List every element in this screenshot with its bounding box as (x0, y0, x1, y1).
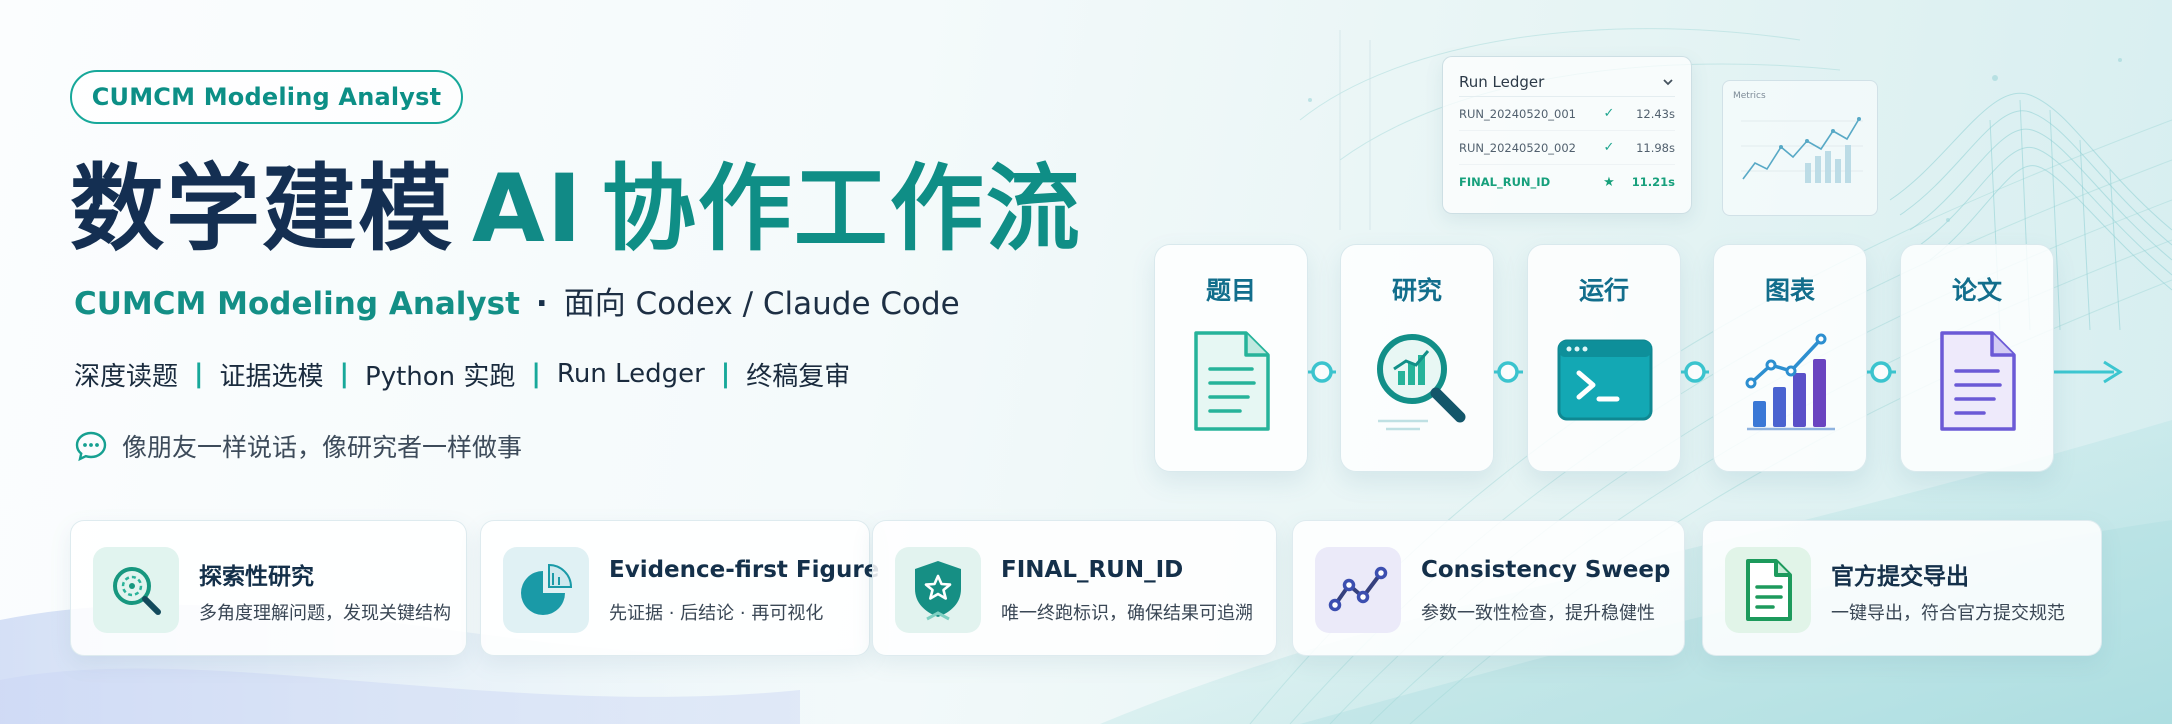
card-evidence-first-figure[interactable]: Evidence-first Figure 先证据 · 后结论 · 再可视化 (480, 520, 879, 656)
pipeline-step-label: 运行 (1578, 276, 1629, 305)
pipeline-step-research[interactable]: 研究 (1340, 244, 1494, 472)
card-icon-box (1725, 547, 1811, 633)
subtitle-target: 面向 Codex / Claude Code (563, 286, 960, 322)
connector-node (1497, 361, 1519, 383)
card-icon-box (1315, 547, 1401, 633)
metrics-panel: Metrics (1722, 80, 1878, 216)
feature-list: 深度读题 | 证据选模 | Python 实跑 | Run Ledger | 终… (74, 354, 974, 394)
card-description: 唯一终跑标识，确保结果可追溯 (1001, 603, 1253, 624)
ledger-run-time: 11.21s (1631, 175, 1675, 189)
ledger-run-time: 12.43s (1636, 106, 1675, 121)
feature-separator: | (531, 359, 541, 389)
metrics-label: Metrics (1733, 91, 1766, 101)
pipeline-step-run[interactable]: 运行 (1527, 244, 1681, 472)
chevron-down-icon[interactable] (1661, 75, 1675, 89)
ledger-row[interactable]: RUN_20240520_002 ✓ 11.98s (1459, 131, 1675, 165)
feature-separator: | (720, 359, 731, 389)
feature-separator: | (194, 359, 204, 389)
pipeline-step-problem[interactable]: 题目 (1154, 244, 1308, 472)
ledger-status-check-icon: ✓ (1603, 106, 1615, 121)
card-description: 多角度理解问题，发现关键结构 (199, 603, 451, 624)
pipeline-step-label: 研究 (1391, 276, 1442, 305)
bar-chart-icon (1745, 333, 1835, 431)
feature-item: 深度读题 (74, 361, 179, 392)
card-official-export[interactable]: 官方提交导出 一键导出，符合官方提交规范 (1702, 520, 2102, 656)
ledger-row[interactable]: RUN_20240520_001 ✓ 12.43s (1459, 97, 1675, 131)
pipeline-step-paper[interactable]: 论文 (1900, 244, 2054, 472)
card-icon-box (895, 547, 981, 633)
pipeline-step-label: 论文 (1951, 276, 2002, 305)
card-consistency-sweep[interactable]: Consistency Sweep 参数一致性检查，提升稳健性 (1292, 520, 1685, 656)
feature-item: 证据选模 (219, 361, 324, 392)
pipeline-step-label: 题目 (1205, 276, 1256, 305)
ledger-status-check-icon: ✓ (1603, 140, 1615, 155)
card-exploratory-research[interactable]: 探索性研究 多角度理解问题，发现关键结构 (70, 520, 467, 656)
connector-node (1684, 361, 1706, 383)
feature-separator: | (339, 359, 350, 389)
feature-item: 终稿复审 (746, 361, 851, 392)
paper-icon (1940, 331, 2016, 431)
card-title: FINAL_RUN_ID (1001, 557, 1184, 583)
title-part-workflow: 协作工作流 (601, 155, 1082, 264)
terminal-icon (1557, 339, 1653, 421)
run-ledger-panel: Run Ledger RUN_20240520_001 ✓ 12.43s RUN… (1442, 56, 1692, 214)
pie-chart-icon (521, 563, 573, 615)
title-part-math-modeling: 数学建模 (70, 155, 455, 264)
card-title: Evidence-first Figure (609, 557, 880, 583)
magnifier-chart-icon (1377, 334, 1466, 431)
connector-node (1311, 361, 1333, 383)
ledger-run-id: FINAL_RUN_ID (1459, 175, 1551, 189)
subtitle-dot: · (535, 286, 548, 322)
line-chart-icon (1328, 566, 1388, 612)
document-icon (1194, 331, 1270, 431)
card-title: 官方提交导出 (1831, 564, 1969, 590)
card-description: 一键导出，符合官方提交规范 (1831, 603, 2065, 624)
pipeline-step-charts[interactable]: 图表 (1713, 244, 1867, 472)
ledger-run-id: RUN_20240520_001 (1459, 106, 1576, 121)
shield-star-icon (915, 561, 961, 621)
subtitle: CUMCM Modeling Analyst · 面向 Codex / Claude… (74, 282, 974, 326)
card-title: Consistency Sweep (1421, 557, 1671, 583)
run-ledger-title: Run Ledger (1459, 72, 1545, 91)
run-ledger-header[interactable]: Run Ledger (1459, 67, 1675, 97)
ledger-status-star-icon: ★ (1603, 174, 1615, 190)
card-description: 参数一致性检查，提升稳健性 (1421, 603, 1655, 624)
subtitle-brand: CUMCM Modeling Analyst (74, 286, 520, 322)
file-export-icon (1746, 559, 1792, 621)
pipeline-step-label: 图表 (1764, 276, 1815, 305)
card-icon-box (93, 547, 179, 633)
feature-item: Run Ledger (556, 359, 705, 389)
slogan: 像朋友一样说话，像研究者一样做事 (74, 426, 774, 466)
card-final-run-id[interactable]: FINAL_RUN_ID 唯一终跑标识，确保结果可追溯 (872, 520, 1277, 656)
card-icon-box (503, 547, 589, 633)
card-title: 探索性研究 (199, 564, 314, 590)
slogan-text: 像朋友一样说话，像研究者一样做事 (122, 433, 523, 462)
ledger-run-time: 11.98s (1636, 140, 1675, 155)
search-icon (113, 567, 161, 615)
product-badge: CUMCM Modeling Analyst (70, 70, 463, 124)
metrics-mini-chart-icon (1741, 117, 1863, 183)
ledger-run-id: RUN_20240520_002 (1459, 140, 1576, 155)
connector-node (1870, 361, 1892, 383)
card-description: 先证据 · 后结论 · 再可视化 (609, 603, 824, 624)
feature-item: Python 实跑 (365, 361, 516, 392)
ledger-row-final[interactable]: FINAL_RUN_ID ★ 11.21s (1459, 165, 1675, 199)
title-part-ai: AI (472, 155, 584, 264)
chat-bubble-icon (75, 431, 107, 462)
